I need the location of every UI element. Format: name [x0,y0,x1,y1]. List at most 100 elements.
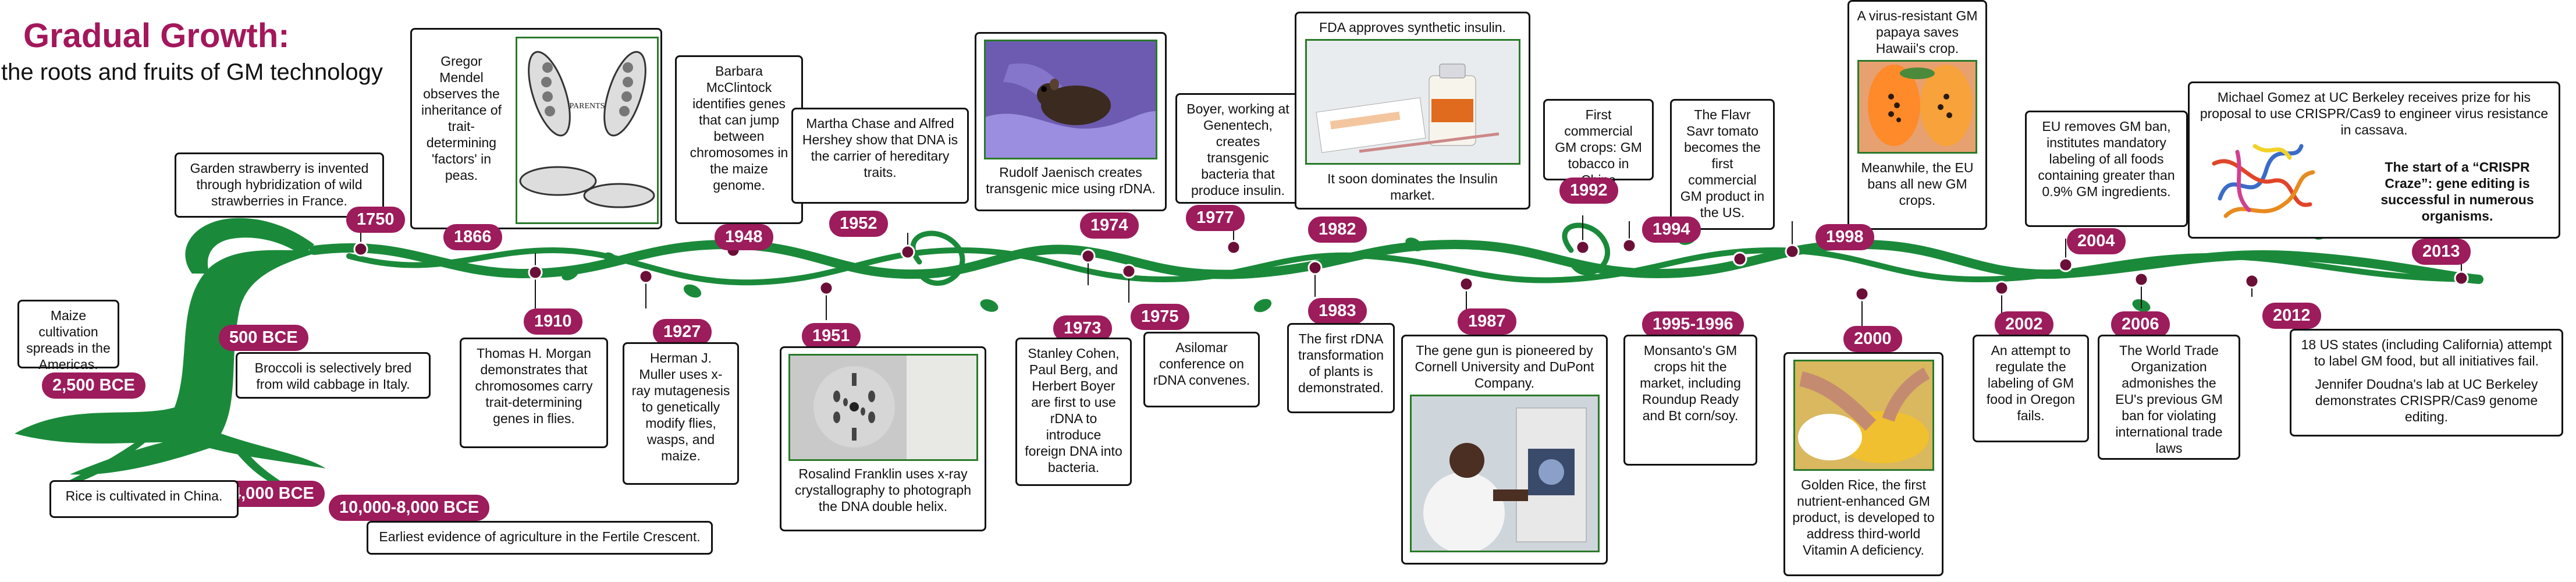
event-text: Rice is cultivated in China. [65,488,223,503]
event-box-2006: The World Trade Organization admonishes … [2098,335,2240,460]
event-box-1992: First commercial GM crops: GM tobacco in… [1543,99,1654,187]
pea-illustration-label: PARENTS [570,102,605,111]
event-text: Maize cultivation spreads in the America… [26,308,111,372]
event-text: 18 US states (including California) atte… [2301,337,2552,369]
page-subtitle: the roots and fruits of GM technology [1,59,383,85]
event-box-2012: 18 US states (including California) atte… [2290,329,2563,436]
event-box-1948: Barbara McClintock identifies genes that… [675,55,803,224]
event-box-2000: Golden Rice, the first nutrient-enhanced… [1783,352,1943,576]
date-pill-1998: 1998 [1815,224,1874,251]
date-pill-1974: 1974 [1080,212,1139,239]
event-box-1750: Garden strawberry is invented through hy… [175,152,384,218]
event-box-1994: The Flavr Savr tomato becomes the first … [1670,99,1775,230]
date-pill-2002: 2002 [1995,311,2053,338]
event-box-500bce: Broccoli is selectively bred from wild c… [236,352,431,399]
event-text-2: It soon dominates the Insulin market. [1327,171,1498,203]
event-box-1951: Rosalind Franklin uses x-ray crystallogr… [780,346,986,531]
date-pill-1987: 1987 [1458,308,1516,335]
event-text: Martha Chase and Alfred Hershey show tha… [802,116,958,180]
event-box-10000bce: Earliest evidence of agriculture in the … [367,521,713,555]
vine-strands [310,222,2483,286]
event-box-1973: Stanley Cohen, Paul Berg, and Herbert Bo… [1015,338,1132,486]
event-text: Asilomar conference on rDNA convenes. [1153,340,1250,388]
event-text-2: Meanwhile, the EU bans all new GM crops. [1861,160,1974,208]
date-pill-2500bce: 2,500 BCE [42,372,145,399]
vine-trunk [15,218,326,495]
event-text: A virus-resistant GM papaya saves Hawaii… [1857,8,1978,56]
event-text: An attempt to regulate the labeling of G… [1986,343,2076,424]
event-text: Garden strawberry is invented through hy… [190,161,369,209]
date-pill-1983: 1983 [1308,298,1367,325]
cas9-protein-structure [2212,144,2315,218]
date-pill-1995-1996: 1995-1996 [1642,311,1744,338]
event-box-1998: A virus-resistant GM papaya saves Hawaii… [1847,0,1987,230]
event-text: Golden Rice, the first nutrient-enhanced… [1792,477,1935,558]
event-text: Herman J. Muller uses x-ray mutagenesis … [631,350,730,464]
date-pill-500bce: 500 BCE [219,325,308,352]
event-text: The Flavr Savr tomato becomes the first … [1680,107,1765,221]
event-box-2013: Michael Gomez at UC Berkeley receives pr… [2188,81,2560,239]
event-text: Rudolf Jaenisch creates transgenic mice … [986,165,1156,197]
event-text: The gene gun is pioneered by Cornell Uni… [1415,343,1594,391]
mouse-in-gloved-hand-photo [984,40,1157,159]
timeline-nodes [353,238,2469,301]
event-text: Barbara McClintock identifies genes that… [690,63,788,193]
date-pill-1952: 1952 [829,211,888,237]
event-text: Boyer, working at Genentech, creates tra… [1186,101,1289,198]
event-box-2500bce: Maize cultivation spreads in the America… [17,300,119,372]
date-pill-1948: 1948 [715,224,773,251]
date-pill-1992: 1992 [1559,178,1618,204]
event-text: First commercial GM crops: GM tobacco in… [1555,107,1642,187]
event-box-1977: Boyer, working at Genentech, creates tra… [1175,93,1301,204]
date-pill-1977: 1977 [1186,205,1245,232]
date-pill-1750: 1750 [346,207,405,233]
date-pill-2013: 2013 [2412,239,2471,265]
event-text-2: The start of a “CRISPR Craze”: gene edit… [2380,159,2534,224]
event-text: Stanley Cohen, Paul Berg, and Herbert Bo… [1025,346,1122,475]
event-text: Thomas H. Morgan demonstrates that chrom… [475,346,593,427]
scientist-gene-gun-lab-photo [1410,395,1600,553]
page-title: Gradual Growth: [23,17,290,55]
dna-xray-diffraction-photo [788,354,978,461]
event-box-1927: Herman J. Muller uses x-ray mutagenesis … [623,342,739,485]
insulin-vial-syringe-photo [1305,39,1520,165]
golden-rice-photo [1793,360,1934,471]
date-pill-2006: 2006 [2111,311,2170,338]
event-box-1983: The first rDNA transformation of plants … [1287,323,1395,413]
date-pill-1927: 1927 [653,319,712,346]
event-box-1995-1996: Monsanto's GM crops hit the market, incl… [1623,335,1757,466]
event-text: FDA approves synthetic insulin. [1319,20,1506,35]
event-text: Gregor Mendel observes the inheritance o… [421,54,502,183]
event-box-1910: Thomas H. Morgan demonstrates that chrom… [460,338,608,448]
date-pill-1951: 1951 [802,323,861,350]
event-box-1866: Gregor Mendel observes the inheritance o… [410,28,662,229]
date-pill-2000: 2000 [1843,326,1902,353]
event-box-1975: Asilomar conference on rDNA convenes. [1143,332,1260,407]
event-text: EU removes GM ban, institutes mandatory … [2038,119,2175,200]
date-pill-1866: 1866 [443,224,502,251]
event-box-2002: An attempt to regulate the labeling of G… [1973,335,2089,442]
event-box-4000bce: Rice is cultivated in China. [49,480,239,518]
papaya-photo [1857,60,1977,154]
pea-pods-illustration: PARENTS [516,37,659,224]
date-pill-2004: 2004 [2067,228,2126,255]
date-pill-2012: 2012 [2262,303,2321,329]
event-box-2004: EU removes GM ban, institutes mandatory … [2025,111,2188,227]
event-box-1952: Martha Chase and Alfred Hershey show tha… [791,108,969,204]
date-pill-1982: 1982 [1308,217,1367,243]
event-text: Monsanto's GM crops hit the market, incl… [1640,343,1741,424]
event-box-1987: The gene gun is pioneered by Cornell Uni… [1401,335,1608,565]
event-text: Broccoli is selectively bred from wild c… [254,360,412,392]
event-text: The World Trade Organization admonishes … [2115,343,2223,456]
event-text: Earliest evidence of agriculture in the … [379,529,701,544]
event-box-1974: Rudolf Jaenisch creates transgenic mice … [975,32,1167,211]
date-pill-10000bce: 10,000-8,000 BCE [329,495,490,521]
date-pill-1973: 1973 [1053,315,1112,342]
event-text: Rosalind Franklin uses x-ray crystallogr… [794,466,972,514]
event-text: The first rDNA transformation of plants … [1298,331,1384,396]
event-text: Michael Gomez at UC Berkeley receives pr… [2200,90,2549,138]
date-pill-1975: 1975 [1131,304,1189,331]
event-box-1982: FDA approves synthetic insulin. It soon … [1295,12,1530,210]
date-pill-1910: 1910 [524,308,582,335]
